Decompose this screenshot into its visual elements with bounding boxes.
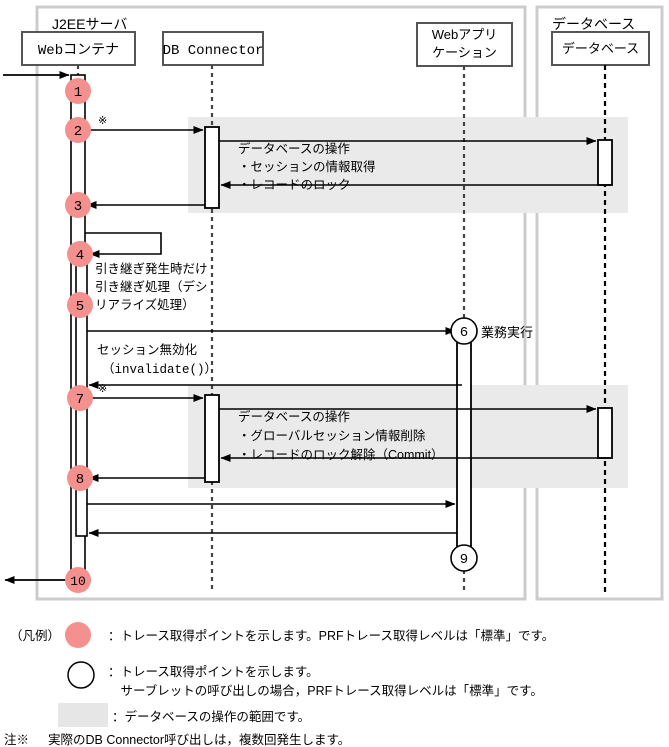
annotation-db-op-1-line3: ・レコードのロック <box>238 178 351 192</box>
legend-open-circle-icon <box>67 661 95 689</box>
trace-point-5-label: 5 <box>76 299 84 315</box>
annotation-invalidate: セッション無効化 （invalidate()） <box>97 342 217 377</box>
annotation-invalidate-line2: （invalidate()） <box>102 362 217 377</box>
boundary-label-database-system: データベース <box>552 16 635 32</box>
trace-point-1-label: 1 <box>74 85 82 101</box>
trace-point-9: 9 <box>450 544 478 572</box>
annotation-db-operation-2: データベースの操作 ・グローバルセッション情報削除 ・レコードのロック解除（Co… <box>238 409 444 462</box>
annotation-db-op-2-line1: データベースの操作 <box>238 409 350 424</box>
boundary-label-j2ee-server: J2EEサーバ <box>52 16 127 32</box>
participant-label-web-container: Webコンテナ <box>38 43 119 59</box>
note-mark-step-2: ※ <box>98 115 107 127</box>
annotation-takeover: 引き継ぎ発生時だけ 引き継ぎ処理（デシ リアライズ処理） <box>95 261 208 312</box>
trace-point-5: 5 <box>67 292 93 318</box>
legend-row-open-circle-text-line1: ：トレース取得ポイントを示します。 <box>108 664 319 679</box>
annotation-db-op-2-line3: ・レコードのロック解除（Commit） <box>238 447 444 462</box>
trace-point-10: 10 <box>65 567 91 593</box>
legend-row-filled-circle: ：トレース取得ポイントを示します。PRFトレース取得レベルは「標準」です。 <box>65 622 554 648</box>
message-4-self-call <box>85 232 162 258</box>
db-operation-region-2 <box>188 385 628 488</box>
annotation-invalidate-line1: セッション無効化 <box>97 342 198 357</box>
legend-row-open-circle: ：トレース取得ポイントを示します。 サーブレットの呼び出しの場合，PRFトレース… <box>67 661 543 698</box>
footnote-text: 実際のDB Connector呼び出しは，複数回発生します。 <box>48 732 350 747</box>
participant-label-web-application-line2: ケーション <box>432 45 497 60</box>
activation-db-connector-1 <box>204 126 220 209</box>
legend-row-filled-circle-text: ：トレース取得ポイントを示します。PRFトレース取得レベルは「標準」です。 <box>108 628 554 643</box>
legend-row-shaded-box: ：データベースの操作の範囲です。 <box>58 703 310 727</box>
annotation-takeover-line2: 引き継ぎ処理（デシ <box>95 279 208 294</box>
boundary-database-system: データベース <box>535 5 664 601</box>
activation-db-connector-2 <box>204 394 220 483</box>
annotation-db-op-1-line2: ・セッションの情報取得 <box>238 159 376 174</box>
trace-point-6-annotation: 業務実行 <box>481 325 533 340</box>
annotation-takeover-line1: 引き継ぎ発生時だけ <box>95 261 208 276</box>
legend-shaded-box-icon <box>58 703 108 727</box>
trace-point-2-label: 2 <box>74 124 82 140</box>
participant-db-connector: DB Connector <box>162 31 264 592</box>
trace-point-3: 3 <box>65 192 91 218</box>
legend-filled-circle-icon <box>65 622 91 648</box>
boundary-j2ee-server: J2EEサーバ <box>35 5 527 601</box>
footnote: 注※ 実際のDB Connector呼び出しは，複数回発生します。 <box>4 732 350 747</box>
participant-label-db-connector: DB Connector <box>163 43 264 59</box>
trace-point-4-label: 4 <box>76 248 84 264</box>
activation-database-2 <box>597 407 613 459</box>
db-operation-region-1 <box>188 117 628 213</box>
trace-point-2: 2 <box>65 117 91 143</box>
trace-point-7-label: 7 <box>76 392 84 408</box>
trace-point-4: 4 <box>67 241 93 267</box>
participant-web-container: Webコンテナ <box>21 31 136 592</box>
trace-point-3-label: 3 <box>74 199 82 215</box>
trace-point-8: 8 <box>67 465 93 491</box>
participant-label-web-application-line1: Webアプリ <box>432 27 498 42</box>
annotation-db-op-1-line1: データベースの操作 <box>238 141 350 156</box>
activation-database-1 <box>597 139 613 186</box>
legend: （凡例） ：トレース取得ポイントを示します。PRFトレース取得レベルは「標準」で… <box>10 622 554 727</box>
trace-point-1: 1 <box>65 78 91 104</box>
participant-database: データベース <box>551 31 650 592</box>
legend-title: （凡例） <box>10 629 60 643</box>
trace-point-6-label: 6 <box>460 325 468 341</box>
annotation-db-op-2-line2: ・グローバルセッション情報削除 <box>238 428 426 443</box>
trace-point-7: 7 <box>67 385 93 411</box>
trace-point-6: 6 業務実行 <box>450 317 533 345</box>
legend-row-open-circle-text-line2: サーブレットの呼び出しの場合，PRFトレース取得レベルは「標準」です。 <box>108 683 543 698</box>
annotation-takeover-line3: リアライズ処理） <box>95 297 195 312</box>
note-mark-step-7: ※ <box>98 383 107 395</box>
trace-point-10-label: 10 <box>70 574 86 589</box>
activation-web-application <box>456 330 472 559</box>
trace-point-8-label: 8 <box>76 472 84 488</box>
annotation-db-operation-1: データベースの操作 ・セッションの情報取得 ・レコードのロック <box>238 141 376 192</box>
trace-point-9-label: 9 <box>460 552 468 568</box>
participant-web-application: Webアプリ ケーション <box>416 22 513 592</box>
legend-row-shaded-box-text: ：データベースの操作の範囲です。 <box>112 709 310 724</box>
footnote-marker: 注※ <box>4 732 29 747</box>
participant-label-database: データベース <box>562 41 639 56</box>
